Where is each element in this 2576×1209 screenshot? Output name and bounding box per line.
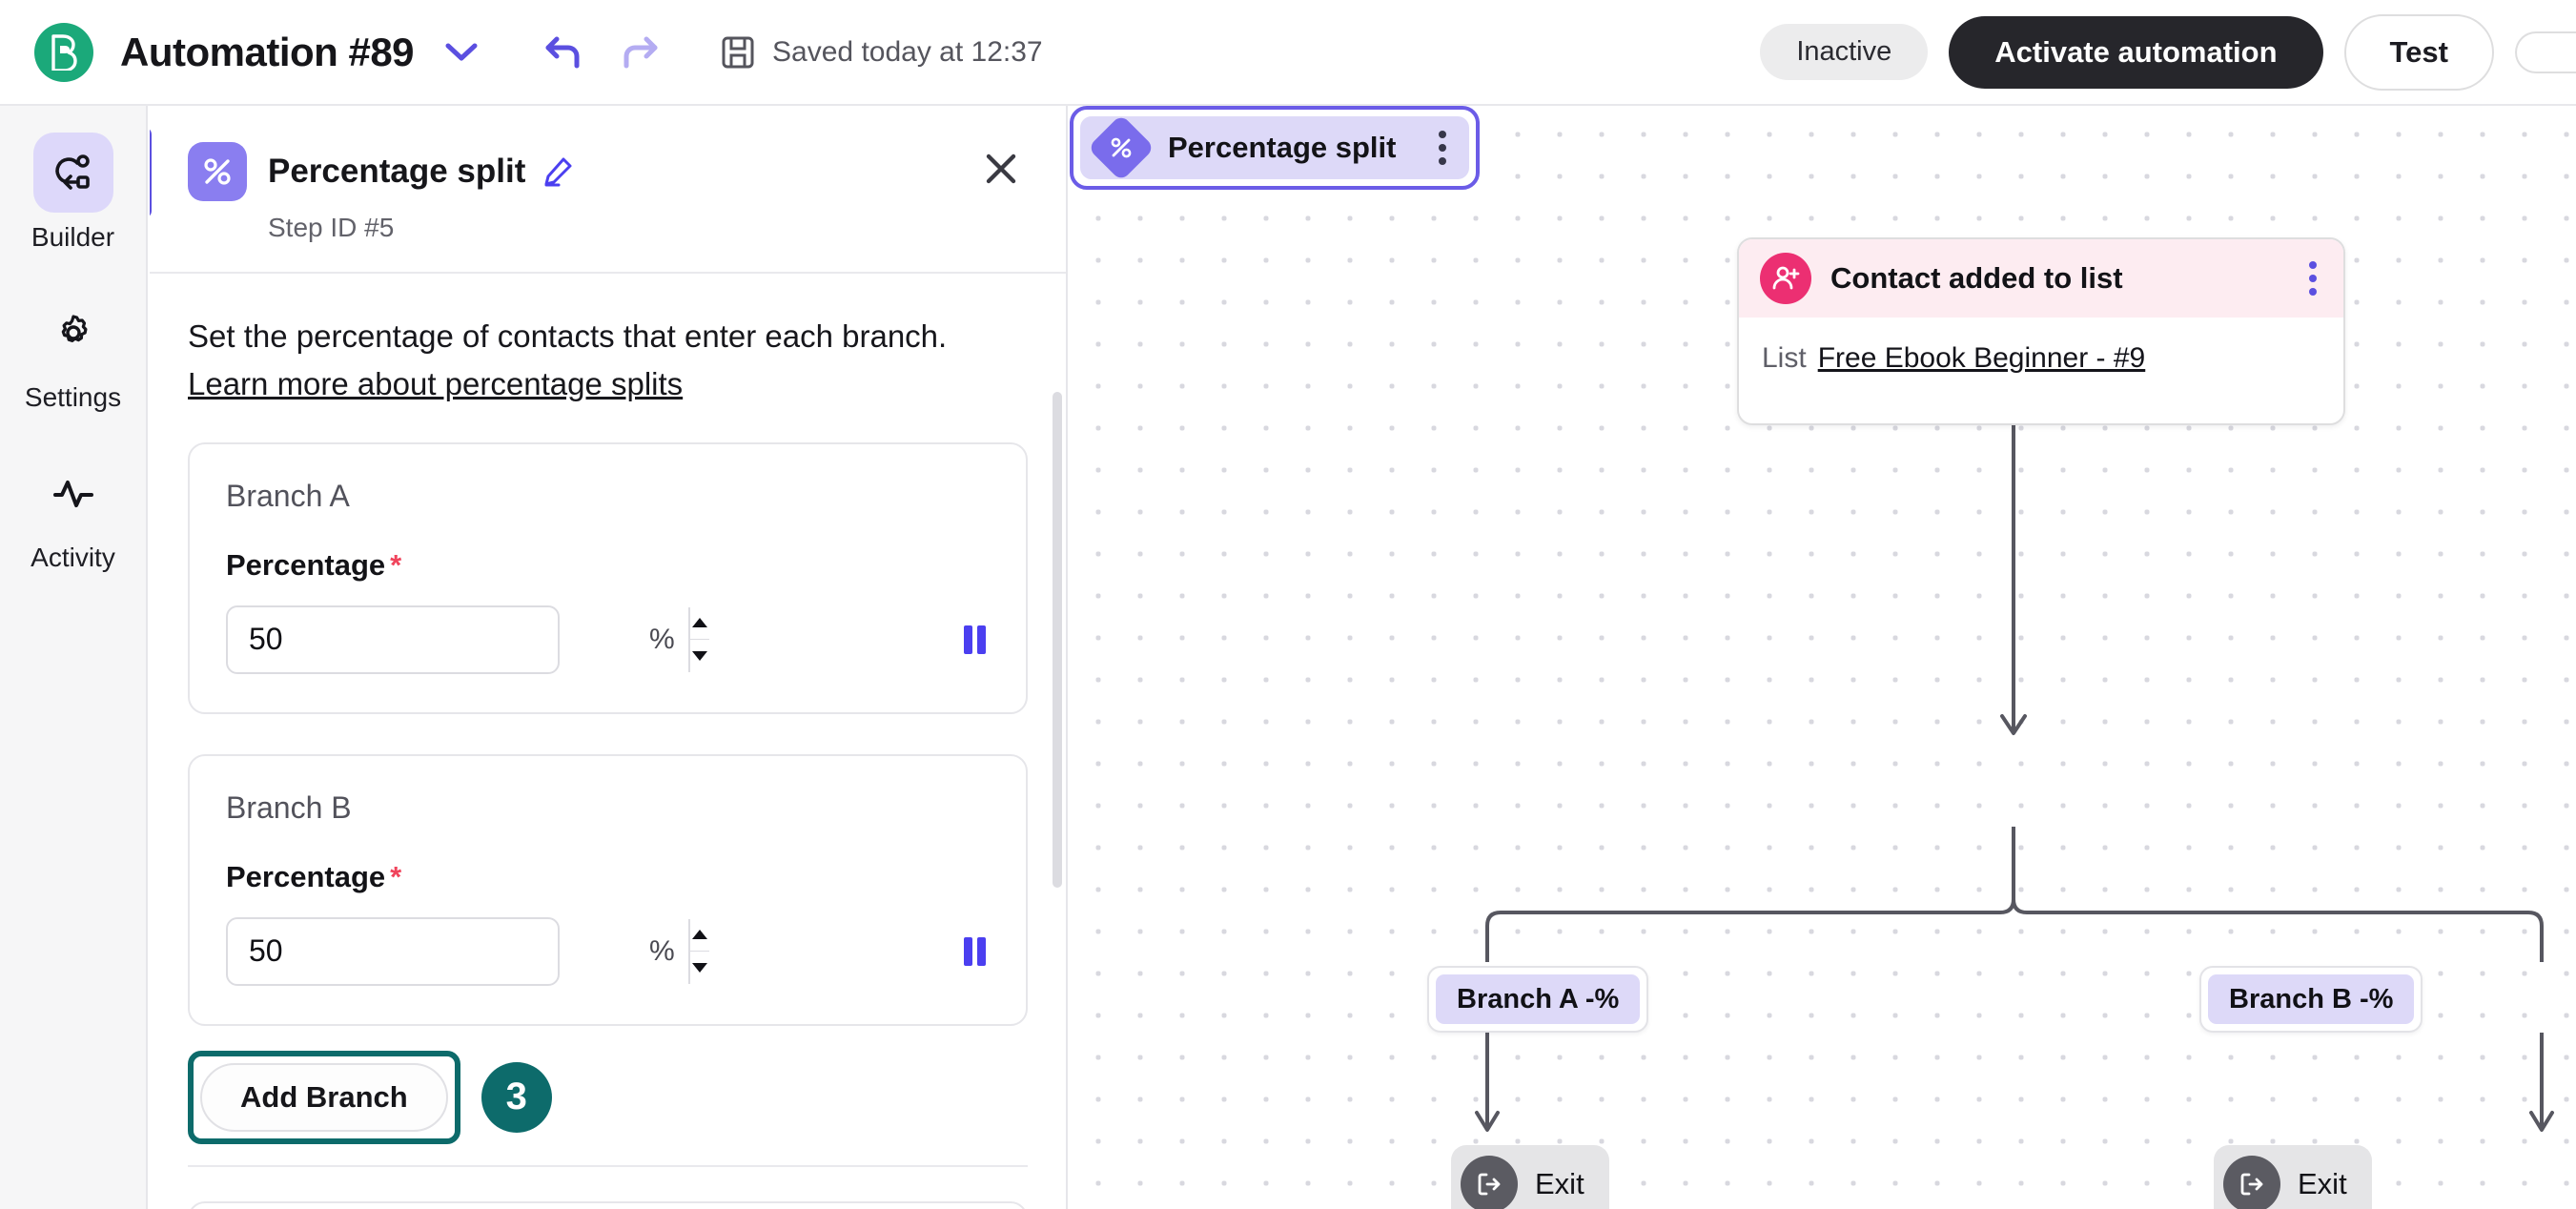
sidebar-item-builder[interactable]: Builder	[0, 133, 146, 253]
split-node-title: Percentage split	[1168, 131, 1397, 164]
exit-node-label: Exit	[1535, 1167, 1584, 1200]
field-label-text: Percentage	[226, 547, 386, 582]
kebab-menu-icon[interactable]	[2303, 256, 2322, 301]
trigger-node-title: Contact added to list	[1830, 261, 2123, 295]
exit-node-label: Exit	[2298, 1167, 2347, 1200]
gear-icon	[33, 293, 113, 373]
stepper-up-icon[interactable]	[689, 919, 709, 953]
branch-label-text: Branch A -%	[1436, 974, 1641, 1024]
status-badge: Inactive	[1760, 24, 1929, 80]
trigger-field-key: List	[1762, 342, 1807, 374]
undo-button[interactable]	[540, 28, 589, 77]
percent-suffix: %	[649, 623, 675, 655]
branch-card-a: Branch A Percentage* %	[188, 441, 1028, 714]
number-stepper[interactable]	[687, 606, 709, 672]
floppy-disk-icon	[721, 35, 755, 70]
step-config-panel: Percentage split Step ID #5 Set the perc…	[150, 106, 1068, 1209]
pulse-activity-icon	[33, 453, 113, 533]
add-contact-icon	[1760, 253, 1811, 304]
pause-bars-icon[interactable]	[964, 936, 990, 966]
total-percentage-row: Total percentage 100%	[188, 1200, 1028, 1209]
add-branch-row: Add Branch 3	[188, 1050, 1028, 1144]
stepper-up-icon[interactable]	[689, 607, 709, 641]
panel-resize-handle[interactable]	[150, 127, 152, 218]
sidebar-item-label: Settings	[24, 382, 122, 412]
sidebar-item-settings[interactable]: Settings	[0, 293, 146, 413]
branch-label-a[interactable]: Branch A -%	[1427, 966, 1649, 1033]
required-marker: *	[390, 547, 402, 582]
pause-bars-icon[interactable]	[964, 625, 990, 654]
percent-suffix: %	[649, 934, 675, 967]
close-icon[interactable]	[976, 144, 1026, 194]
trigger-node-body: List Free Ebook Beginner - #9	[1739, 318, 2343, 400]
annotation-step-badge: 3	[480, 1061, 552, 1133]
brevo-b-logo-icon[interactable]	[34, 22, 93, 82]
percent-diamond-icon	[1087, 113, 1155, 182]
learn-more-link[interactable]: Learn more about percentage splits	[188, 365, 684, 401]
percentage-field-label: Percentage*	[226, 860, 990, 894]
trigger-node[interactable]: Contact added to list List Free Ebook Be…	[1737, 237, 2345, 425]
exit-arrow-icon	[1461, 1156, 1518, 1209]
sidebar-item-activity[interactable]: Activity	[0, 453, 146, 573]
panel-description: Set the percentage of contacts that ente…	[188, 318, 948, 354]
exit-arrow-icon	[2223, 1156, 2280, 1209]
panel-scrollbar[interactable]	[1053, 392, 1062, 888]
annotation-highlight-box: Add Branch	[188, 1050, 460, 1144]
stepper-down-icon[interactable]	[690, 640, 709, 672]
branch-label-text: Branch B -%	[2208, 974, 2415, 1024]
percentage-input-group[interactable]: %	[226, 604, 709, 674]
add-branch-button[interactable]: Add Branch	[200, 1062, 448, 1132]
pencil-edit-icon[interactable]	[542, 156, 573, 187]
branch-card-b: Branch B Percentage* %	[188, 753, 1028, 1026]
test-button[interactable]: Test	[2343, 13, 2494, 91]
chevron-down-icon[interactable]	[440, 31, 482, 73]
activate-automation-button[interactable]: Activate automation	[1949, 15, 2323, 89]
stepper-down-icon[interactable]	[690, 952, 709, 984]
panel-header: Percentage split Step ID #5	[150, 106, 1066, 274]
section-divider	[188, 1164, 1028, 1167]
workflow-nodes-icon	[32, 133, 113, 213]
sidebar-item-label: Builder	[31, 222, 115, 252]
redo-button[interactable]	[614, 28, 664, 77]
branch-name: Branch A	[226, 478, 350, 513]
sidebar-item-label: Activity	[31, 543, 115, 572]
kebab-menu-icon[interactable]	[1433, 125, 1452, 171]
exit-node-a[interactable]: Exit	[1451, 1145, 1609, 1209]
percentage-input[interactable]	[228, 622, 649, 658]
percentage-input[interactable]	[228, 933, 649, 970]
percentage-split-node[interactable]: Percentage split	[1070, 106, 1480, 190]
saved-timestamp: Saved today at 12:37	[772, 35, 1043, 68]
field-label-text: Percentage	[226, 859, 386, 893]
percentage-input-group[interactable]: %	[226, 916, 709, 986]
page-title: Automation #89	[120, 29, 415, 74]
required-marker: *	[390, 859, 402, 893]
panel-body: Set the percentage of contacts that ente…	[150, 274, 1066, 1209]
branch-name: Branch B	[226, 789, 352, 825]
step-id-label: Step ID #5	[268, 213, 395, 242]
panel-title: Percentage split	[268, 153, 526, 190]
topbar-actions: Inactive Activate automation Test	[1760, 13, 2576, 91]
exit-node-b[interactable]: Exit	[2214, 1145, 2372, 1209]
branch-label-b[interactable]: Branch B -%	[2199, 966, 2423, 1033]
percentage-field-label: Percentage*	[226, 548, 990, 583]
overflow-button[interactable]	[2515, 31, 2576, 73]
top-bar: Automation #89 Saved today at 12:37 Inac…	[0, 0, 2576, 106]
trigger-node-header: Contact added to list	[1739, 239, 2343, 318]
percent-icon	[188, 142, 247, 201]
trigger-list-link[interactable]: Free Ebook Beginner - #9	[1817, 342, 2146, 374]
save-status: Saved today at 12:37	[721, 35, 1043, 70]
number-stepper[interactable]	[687, 918, 709, 984]
left-nav-rail: Builder Settings Activity	[0, 106, 148, 1209]
automation-canvas[interactable]: Contact added to list List Free Ebook Be…	[1070, 106, 2576, 1209]
